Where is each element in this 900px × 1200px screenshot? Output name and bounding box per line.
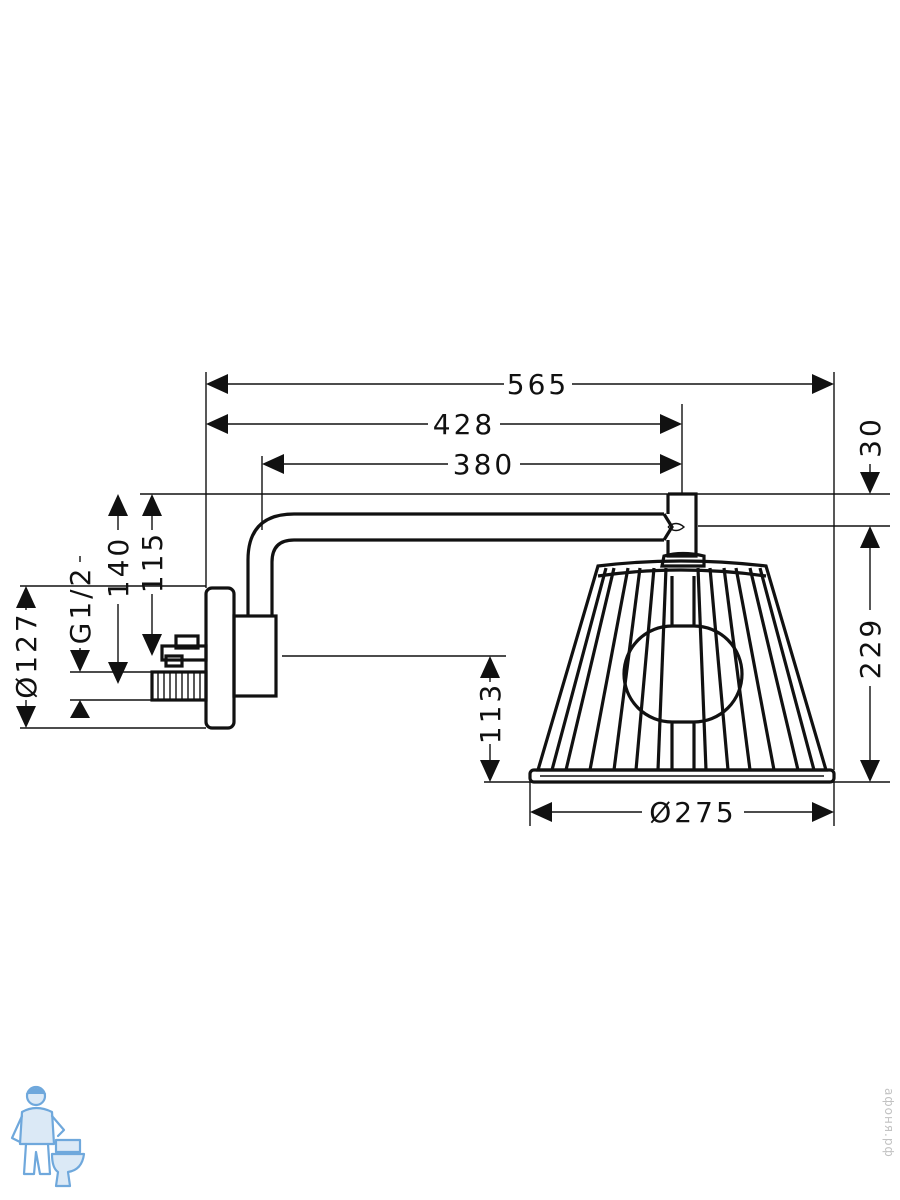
head-cap [660, 551, 706, 568]
dim-overall-length: 565 [507, 368, 569, 401]
dim-top-offset: 30 [854, 416, 887, 458]
arm-joint [662, 513, 674, 541]
thread-connector [150, 670, 208, 702]
cage-outline [535, 559, 829, 772]
dim-head-bottom-height: 113 [474, 682, 507, 744]
dim-head-diameter: Ø275 [649, 796, 736, 829]
shower-outline [150, 492, 836, 784]
dimension-lines [16, 372, 890, 826]
dim-arm-to-center: 428 [433, 408, 495, 441]
dim-rosette-diameter: Ø127 [10, 611, 43, 698]
inner-lamp [622, 576, 744, 770]
dim-thread: G1/2 [64, 566, 97, 645]
dim-wall-to-top-inner: 115 [136, 531, 169, 593]
plumber-toilet-logo-icon [10, 1085, 86, 1188]
watermark-text: афоня.рф [882, 1088, 896, 1158]
shower-arm [246, 512, 664, 616]
dim-wall-to-top-outer: 140 [102, 536, 135, 598]
dim-head-height: 229 [854, 617, 887, 679]
base-plate [528, 768, 836, 784]
cage-bars [550, 567, 816, 771]
dim-arm-straight: 380 [453, 448, 515, 481]
wall-rosette [204, 586, 236, 730]
wall-block [232, 614, 278, 698]
valve-fitting [160, 634, 208, 668]
